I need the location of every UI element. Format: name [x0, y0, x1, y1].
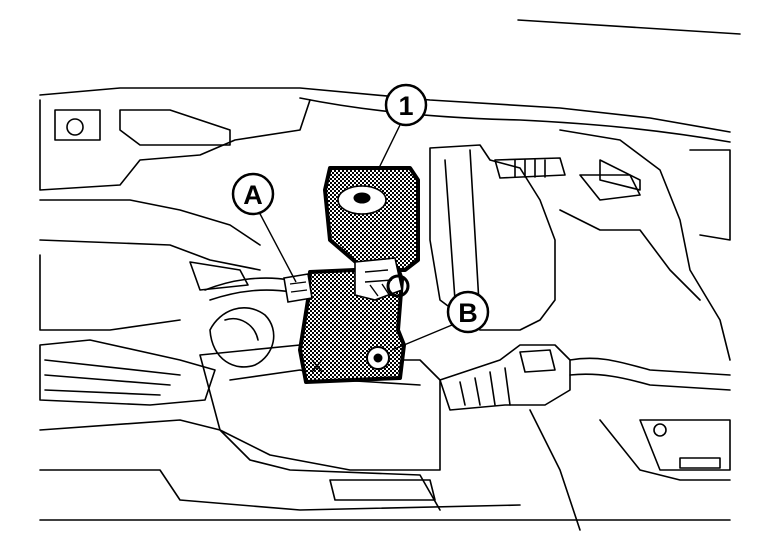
callout-b-circle: [446, 290, 490, 334]
center-pillar-edge: [444, 149, 481, 321]
component-1: [298, 166, 420, 384]
left-panel-outline: [39, 99, 311, 191]
right-harness: [569, 357, 731, 391]
cable-tube-lower: [209, 306, 275, 368]
callout-1: 1: [384, 83, 428, 127]
right-console-panel: [579, 174, 641, 201]
left-lower-housing: [39, 339, 216, 406]
callout-1-label: 1: [398, 91, 413, 121]
callout-a-circle: [231, 172, 275, 216]
harness-clip-left: [189, 261, 249, 291]
callout-1-circle: [384, 83, 428, 127]
left-panel-bracket: [119, 109, 231, 146]
right-console-lower: [559, 209, 701, 301]
center-pillar-slot: [494, 157, 566, 179]
harness-left: [204, 277, 293, 301]
callout-b: B: [446, 290, 490, 334]
right-connector-ribs: [459, 367, 511, 406]
floor-console-lower: [39, 469, 521, 511]
component-1-cap-center: [353, 192, 371, 204]
dashboard-upper-edge: [39, 87, 731, 133]
callout-b-label: B: [458, 298, 478, 328]
right-console: [559, 129, 731, 361]
leader-line-a: [257, 209, 297, 283]
dashboard-top-curve: [299, 97, 731, 143]
center-pillar: [429, 144, 556, 331]
floor-panel-slot: [679, 457, 721, 469]
leader-line-1: [377, 124, 401, 171]
component-1-upper-housing: [323, 166, 420, 272]
center-pillar-slot-ribs: [514, 159, 546, 178]
floor-console-left: [39, 419, 441, 511]
connector-a: [283, 273, 313, 303]
left-panel-lower: [39, 239, 261, 271]
cable-tube-strap: [224, 318, 259, 341]
left-panel-inner: [54, 109, 101, 141]
right-connector-lock: [519, 349, 556, 373]
left-lower-ribs: [44, 359, 181, 396]
component-1-bolt-b-center: [373, 353, 383, 363]
right-console-knob: [599, 159, 641, 191]
floor-tray: [329, 479, 436, 501]
left-wall-line: [39, 254, 181, 331]
connector-a-detail: [289, 281, 308, 293]
floor-console-right: [529, 409, 731, 531]
floor-panel-right: [639, 419, 731, 471]
callout-a: A: [231, 172, 275, 216]
left-panel-hole: [66, 118, 84, 136]
left-panel-rib: [39, 199, 261, 246]
callout-a-label: A: [243, 180, 263, 210]
component-1-connector-detail: [364, 269, 393, 297]
hood-edge-line: [517, 19, 741, 35]
leader-line-b: [391, 324, 453, 351]
component-1-mark: [311, 359, 323, 373]
component-1-ring: [386, 274, 410, 298]
floor-panel-hole: [653, 423, 667, 437]
right-side-trim: [689, 149, 731, 241]
